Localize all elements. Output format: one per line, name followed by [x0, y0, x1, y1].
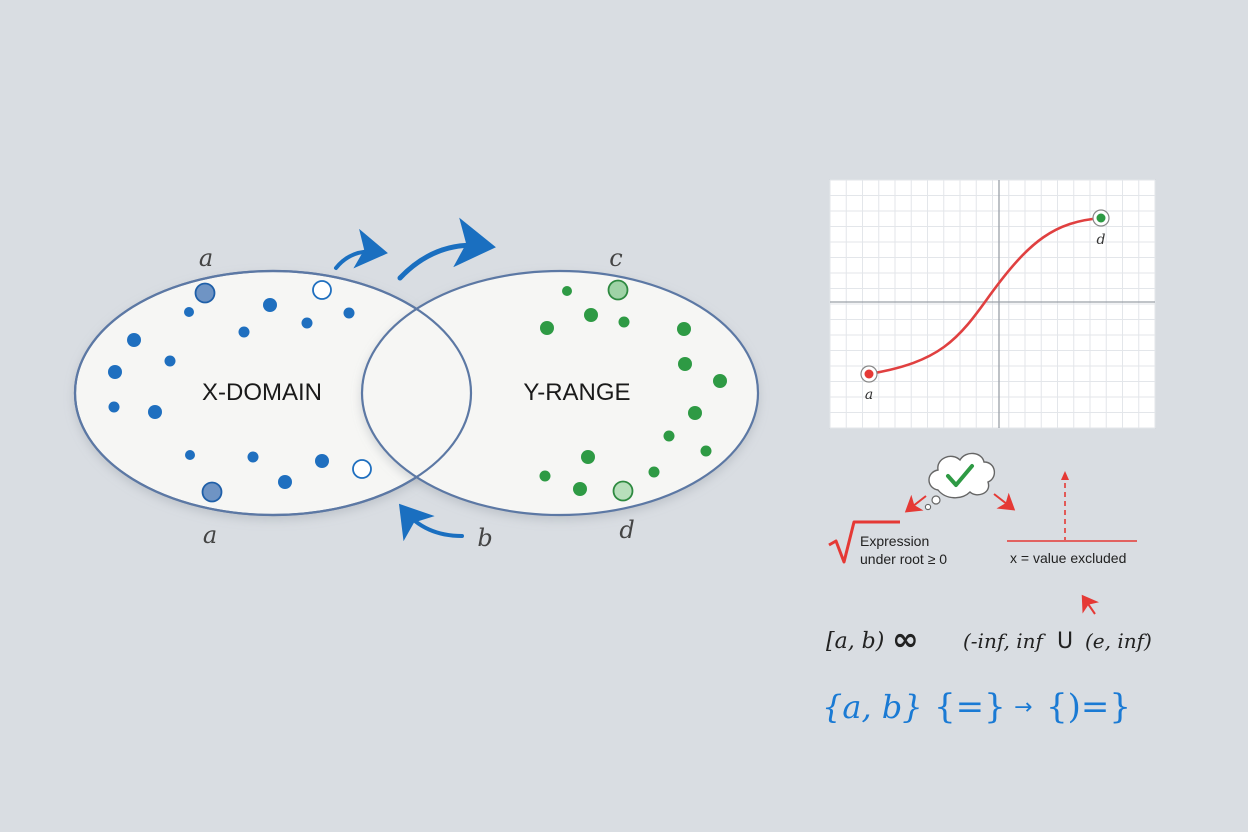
- interval-notation: [a, b) ∞ (-inf, inf U (e, inf) {a, b} {=…: [822, 620, 1152, 727]
- range-point: [562, 286, 572, 296]
- range-point: [540, 321, 554, 335]
- domain-point: [263, 298, 277, 312]
- range-point: [677, 322, 691, 336]
- range-point: [648, 466, 660, 478]
- infinity-symbol: ∞: [892, 620, 919, 658]
- domain-point: [148, 405, 162, 419]
- red-arrow-left: [904, 494, 927, 513]
- range-point: [713, 374, 727, 388]
- domain-point: [184, 307, 194, 317]
- domain-set-label: X-DOMAIN: [202, 379, 322, 406]
- range-bottom-label: d: [619, 516, 634, 544]
- domain-point: [238, 326, 250, 338]
- thought-dot-large: [931, 495, 941, 505]
- graph-grid: [829, 179, 1156, 429]
- check-icon: [946, 464, 974, 487]
- domain-point: [247, 451, 259, 463]
- equality-set-left: {=}: [934, 687, 1006, 727]
- set-notation: {a, b}: [822, 688, 923, 726]
- domain-point-open: [312, 280, 332, 300]
- interval-closed-open: [a, b): [826, 629, 884, 654]
- square-root-icon: [828, 520, 900, 564]
- excluded-rule-text: x = value excluded: [1010, 550, 1126, 566]
- domain-point: [185, 450, 195, 460]
- domain-point: [108, 401, 120, 413]
- graph-start-point: [864, 369, 874, 379]
- range-point-highlight: [607, 279, 629, 301]
- return-arrow: [398, 503, 464, 542]
- range-point: [584, 308, 598, 322]
- domain-bottom-label: a: [203, 521, 217, 549]
- range-top-label: c: [609, 244, 622, 272]
- union-symbol: U: [1057, 629, 1073, 654]
- return-arrow-label: b: [477, 524, 492, 552]
- graph-curve: [868, 216, 1102, 376]
- domain-point: [343, 307, 355, 319]
- root-rule-line2: under root ≥ 0: [860, 551, 947, 567]
- domain-point-highlight: [194, 282, 216, 304]
- range-point: [618, 316, 630, 328]
- red-arrow-right: [993, 492, 1016, 511]
- range-dots: [539, 279, 727, 502]
- range-point-highlight: [612, 480, 634, 502]
- domain-set-outline: [73, 269, 473, 517]
- range-point: [539, 470, 551, 482]
- domain-top-label: a: [199, 244, 213, 272]
- domain-point: [278, 475, 292, 489]
- thought-dot-small: [924, 503, 932, 511]
- function-graph-panel: a d: [829, 179, 1156, 429]
- domain-rules: Expression under root ≥ 0 x = value excl…: [828, 452, 1137, 615]
- domain-point-open: [352, 459, 372, 479]
- domain-point: [301, 317, 313, 329]
- domain-point: [315, 454, 329, 468]
- domain-point: [127, 333, 141, 347]
- interval-union-left: (-inf, inf: [963, 629, 1047, 653]
- range-point: [573, 482, 587, 496]
- range-point: [700, 445, 712, 457]
- root-rule-line1: Expression: [860, 533, 929, 549]
- range-set-label: Y-RANGE: [523, 379, 630, 406]
- excluded-up-arrowhead: [1061, 471, 1069, 480]
- range-point: [688, 406, 702, 420]
- equality-set-right: {)=}: [1046, 687, 1131, 727]
- range-set-ellipse: [360, 269, 760, 517]
- graph-end-label: d: [1097, 232, 1106, 248]
- red-arrow-up: [1081, 594, 1100, 615]
- domain-point-highlight: [201, 481, 223, 503]
- mapping-arrow-glyph: →: [1014, 695, 1032, 720]
- mapping-diagram: X-DOMAIN Y-RANGE a a c d b: [73, 217, 760, 552]
- thought-bubble: [924, 452, 995, 511]
- mapping-arrow-small: [334, 228, 388, 270]
- range-point: [663, 430, 675, 442]
- graph-end-point: [1096, 213, 1106, 223]
- range-point: [581, 450, 595, 464]
- domain-point: [164, 355, 176, 367]
- range-point: [678, 357, 692, 371]
- mapping-arrow-large: [397, 217, 496, 281]
- domain-point: [108, 365, 122, 379]
- graph-start-label: a: [865, 387, 873, 403]
- interval-union-right: (e, inf): [1085, 629, 1152, 653]
- domain-dots: [108, 280, 372, 503]
